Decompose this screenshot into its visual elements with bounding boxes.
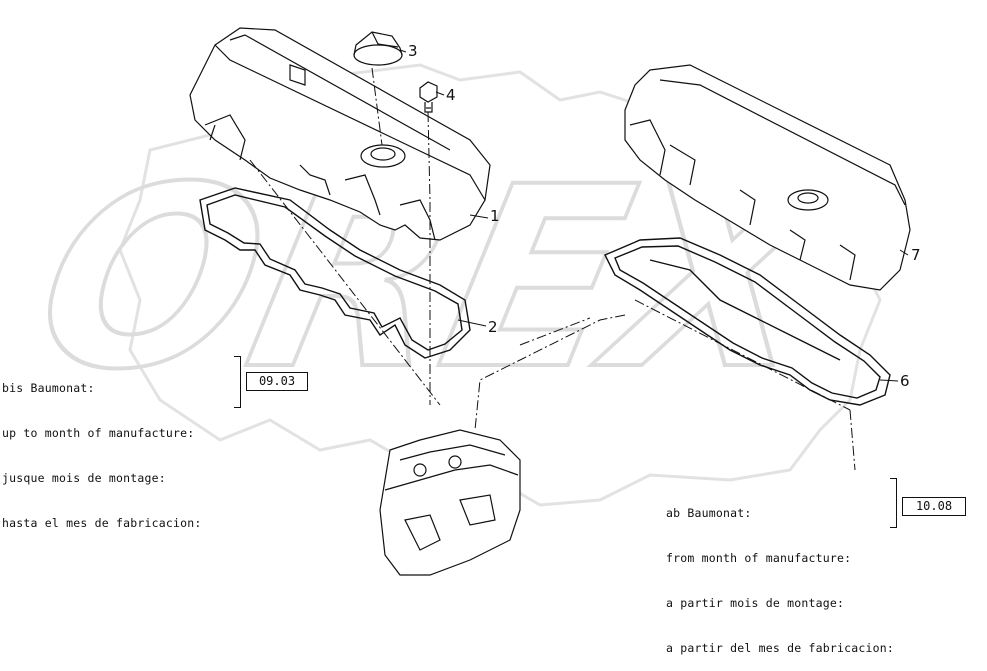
cylinder-head: [379, 429, 521, 576]
part-number-3: 3: [408, 42, 418, 60]
part-number-2: 2: [488, 318, 498, 336]
leader-lines: [399, 49, 909, 382]
exploded-parts-diagram: OREX: [14, 27, 911, 576]
note-line: from month of manufacture:: [666, 551, 852, 565]
note-bracket: [234, 356, 241, 408]
note-line: hasta el mes de fabricacion:: [2, 516, 202, 530]
note-line: a partir mois de montage:: [666, 596, 845, 610]
watermark-gear-icon: [118, 63, 882, 507]
gasket-right: [604, 237, 891, 406]
gasket-left: [199, 187, 471, 359]
assembly-lines: [249, 67, 856, 471]
note-line: jusque mois de montage:: [2, 471, 166, 485]
valve-cover-left: [189, 27, 491, 241]
part-number-1: 1: [490, 207, 500, 225]
bolt: [419, 81, 438, 113]
note-line: a partir del mes de fabricacion:: [666, 641, 894, 655]
oil-filler-cap: [353, 31, 403, 66]
note-bracket: [890, 478, 897, 528]
date-box-until: 09.03: [246, 372, 308, 391]
manufacture-note-until: bis Baumonat: up to month of manufacture…: [2, 351, 201, 546]
date-box-from: 10.08: [902, 497, 966, 516]
note-line: bis Baumonat:: [2, 381, 95, 395]
part-number-7: 7: [911, 246, 921, 264]
manufacture-note-from: ab Baumonat: from month of manufacture: …: [666, 476, 894, 671]
valve-cover-right: [624, 64, 911, 291]
part-number-6: 6: [900, 372, 910, 390]
note-line: up to month of manufacture:: [2, 426, 195, 440]
note-line: ab Baumonat:: [666, 506, 752, 520]
part-number-4: 4: [446, 86, 456, 104]
